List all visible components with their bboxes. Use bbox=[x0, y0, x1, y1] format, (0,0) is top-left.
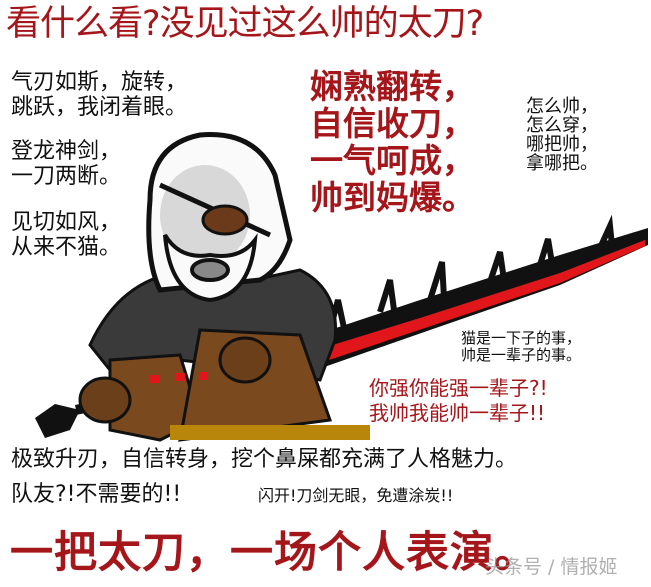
caption-line: 娴熟翻转， bbox=[310, 67, 475, 106]
caption-line: 怎么穿， bbox=[526, 115, 598, 136]
caption-line: 怎么帅， bbox=[526, 96, 598, 117]
caption-line: 帅到妈爆。 bbox=[310, 178, 475, 217]
caption-line: 气刃如斯，旋转， bbox=[11, 70, 188, 95]
meme-title: 看什么看?没见过这么帅的太刀? bbox=[6, 4, 484, 44]
strong-red-caption: 你强你能强一辈子?! 我帅我能帅一辈子!! bbox=[369, 376, 548, 426]
caption-line: 你强你能强一辈子?! bbox=[369, 376, 548, 400]
cat-caption: 猫是一下子的事， 帅是一辈子的事。 bbox=[461, 330, 581, 364]
caption-line: 一刀两断。 bbox=[11, 164, 122, 189]
bottom-slogan: 一把太刀，一场个人表演。 bbox=[10, 528, 538, 578]
caption-line: 跳跃，我闭着眼。 bbox=[11, 95, 188, 120]
bottom-caption-2-small: 闪开!刀剑无眼，免遭涂炭!! bbox=[258, 486, 454, 505]
caption-line: 见切如风， bbox=[11, 210, 122, 235]
bottom-caption-1: 极致升刃，自信转身，挖个鼻屎都充满了人格魅力。 bbox=[11, 447, 518, 472]
left-caption-3: 见切如风， 从来不猫。 bbox=[11, 210, 121, 260]
caption-line: 从来不猫。 bbox=[11, 235, 122, 260]
left-caption-2: 登龙神剑， 一刀两断。 bbox=[11, 139, 121, 189]
caption-line: 拿哪把。 bbox=[526, 153, 598, 174]
caption-line: 帅是一辈子的事。 bbox=[461, 346, 582, 364]
caption-line: 我帅我能帅一辈子!! bbox=[369, 401, 546, 425]
caption-line: 猫是一下子的事， bbox=[461, 329, 582, 347]
caption-line: 登龙神剑， bbox=[11, 139, 122, 164]
left-caption-1: 气刃如斯，旋转， 跳跃，我闭着眼。 bbox=[11, 70, 187, 120]
watermark: 头条号 / 情报姬 bbox=[485, 556, 618, 578]
center-red-caption: 娴熟翻转， 自信收刀， 一气呵成， 帅到妈爆。 bbox=[310, 68, 475, 216]
eyepatch-icon bbox=[158, 182, 272, 238]
caption-line: 哪把帅， bbox=[526, 134, 598, 155]
right-small-caption: 怎么帅， 怎么穿， 哪把帅， 拿哪把。 bbox=[526, 97, 598, 173]
caption-line: 自信收刀， bbox=[310, 104, 475, 143]
bottom-caption-2: 队友?!不需要的!! bbox=[11, 482, 182, 507]
caption-line: 一气呵成， bbox=[310, 141, 475, 180]
